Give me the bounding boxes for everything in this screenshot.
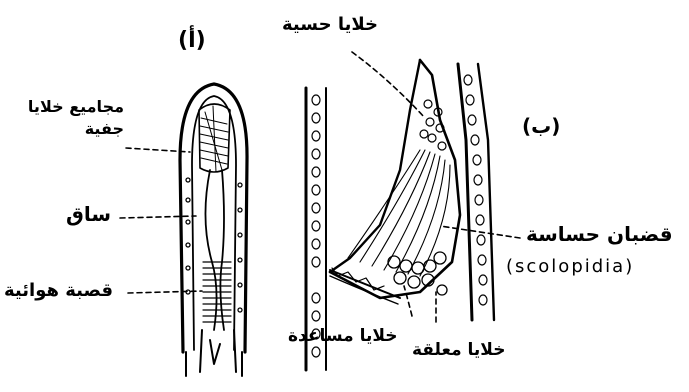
label-sensory-rods: قضبان حساسة [526, 222, 673, 246]
figure-a-marker: (أ) [178, 28, 206, 53]
figure-a-organ [180, 84, 247, 376]
label-cilia-cells: مجاميع خلايا جفية [6, 96, 124, 140]
figure-b-organ [306, 60, 494, 370]
label-trachea: قصبة هوائية [4, 280, 113, 301]
label-shaft: ساق [66, 202, 111, 226]
label-sensory-cells: خلايا حسية [282, 14, 378, 35]
label-attachment-cells: خلايا معلقة [412, 340, 505, 360]
figure-b-marker: (ب) [522, 114, 560, 138]
label-auxiliary-cells: خلايا مساعدة [288, 326, 398, 346]
label-scolopidia: (scolopidia) [506, 256, 634, 277]
